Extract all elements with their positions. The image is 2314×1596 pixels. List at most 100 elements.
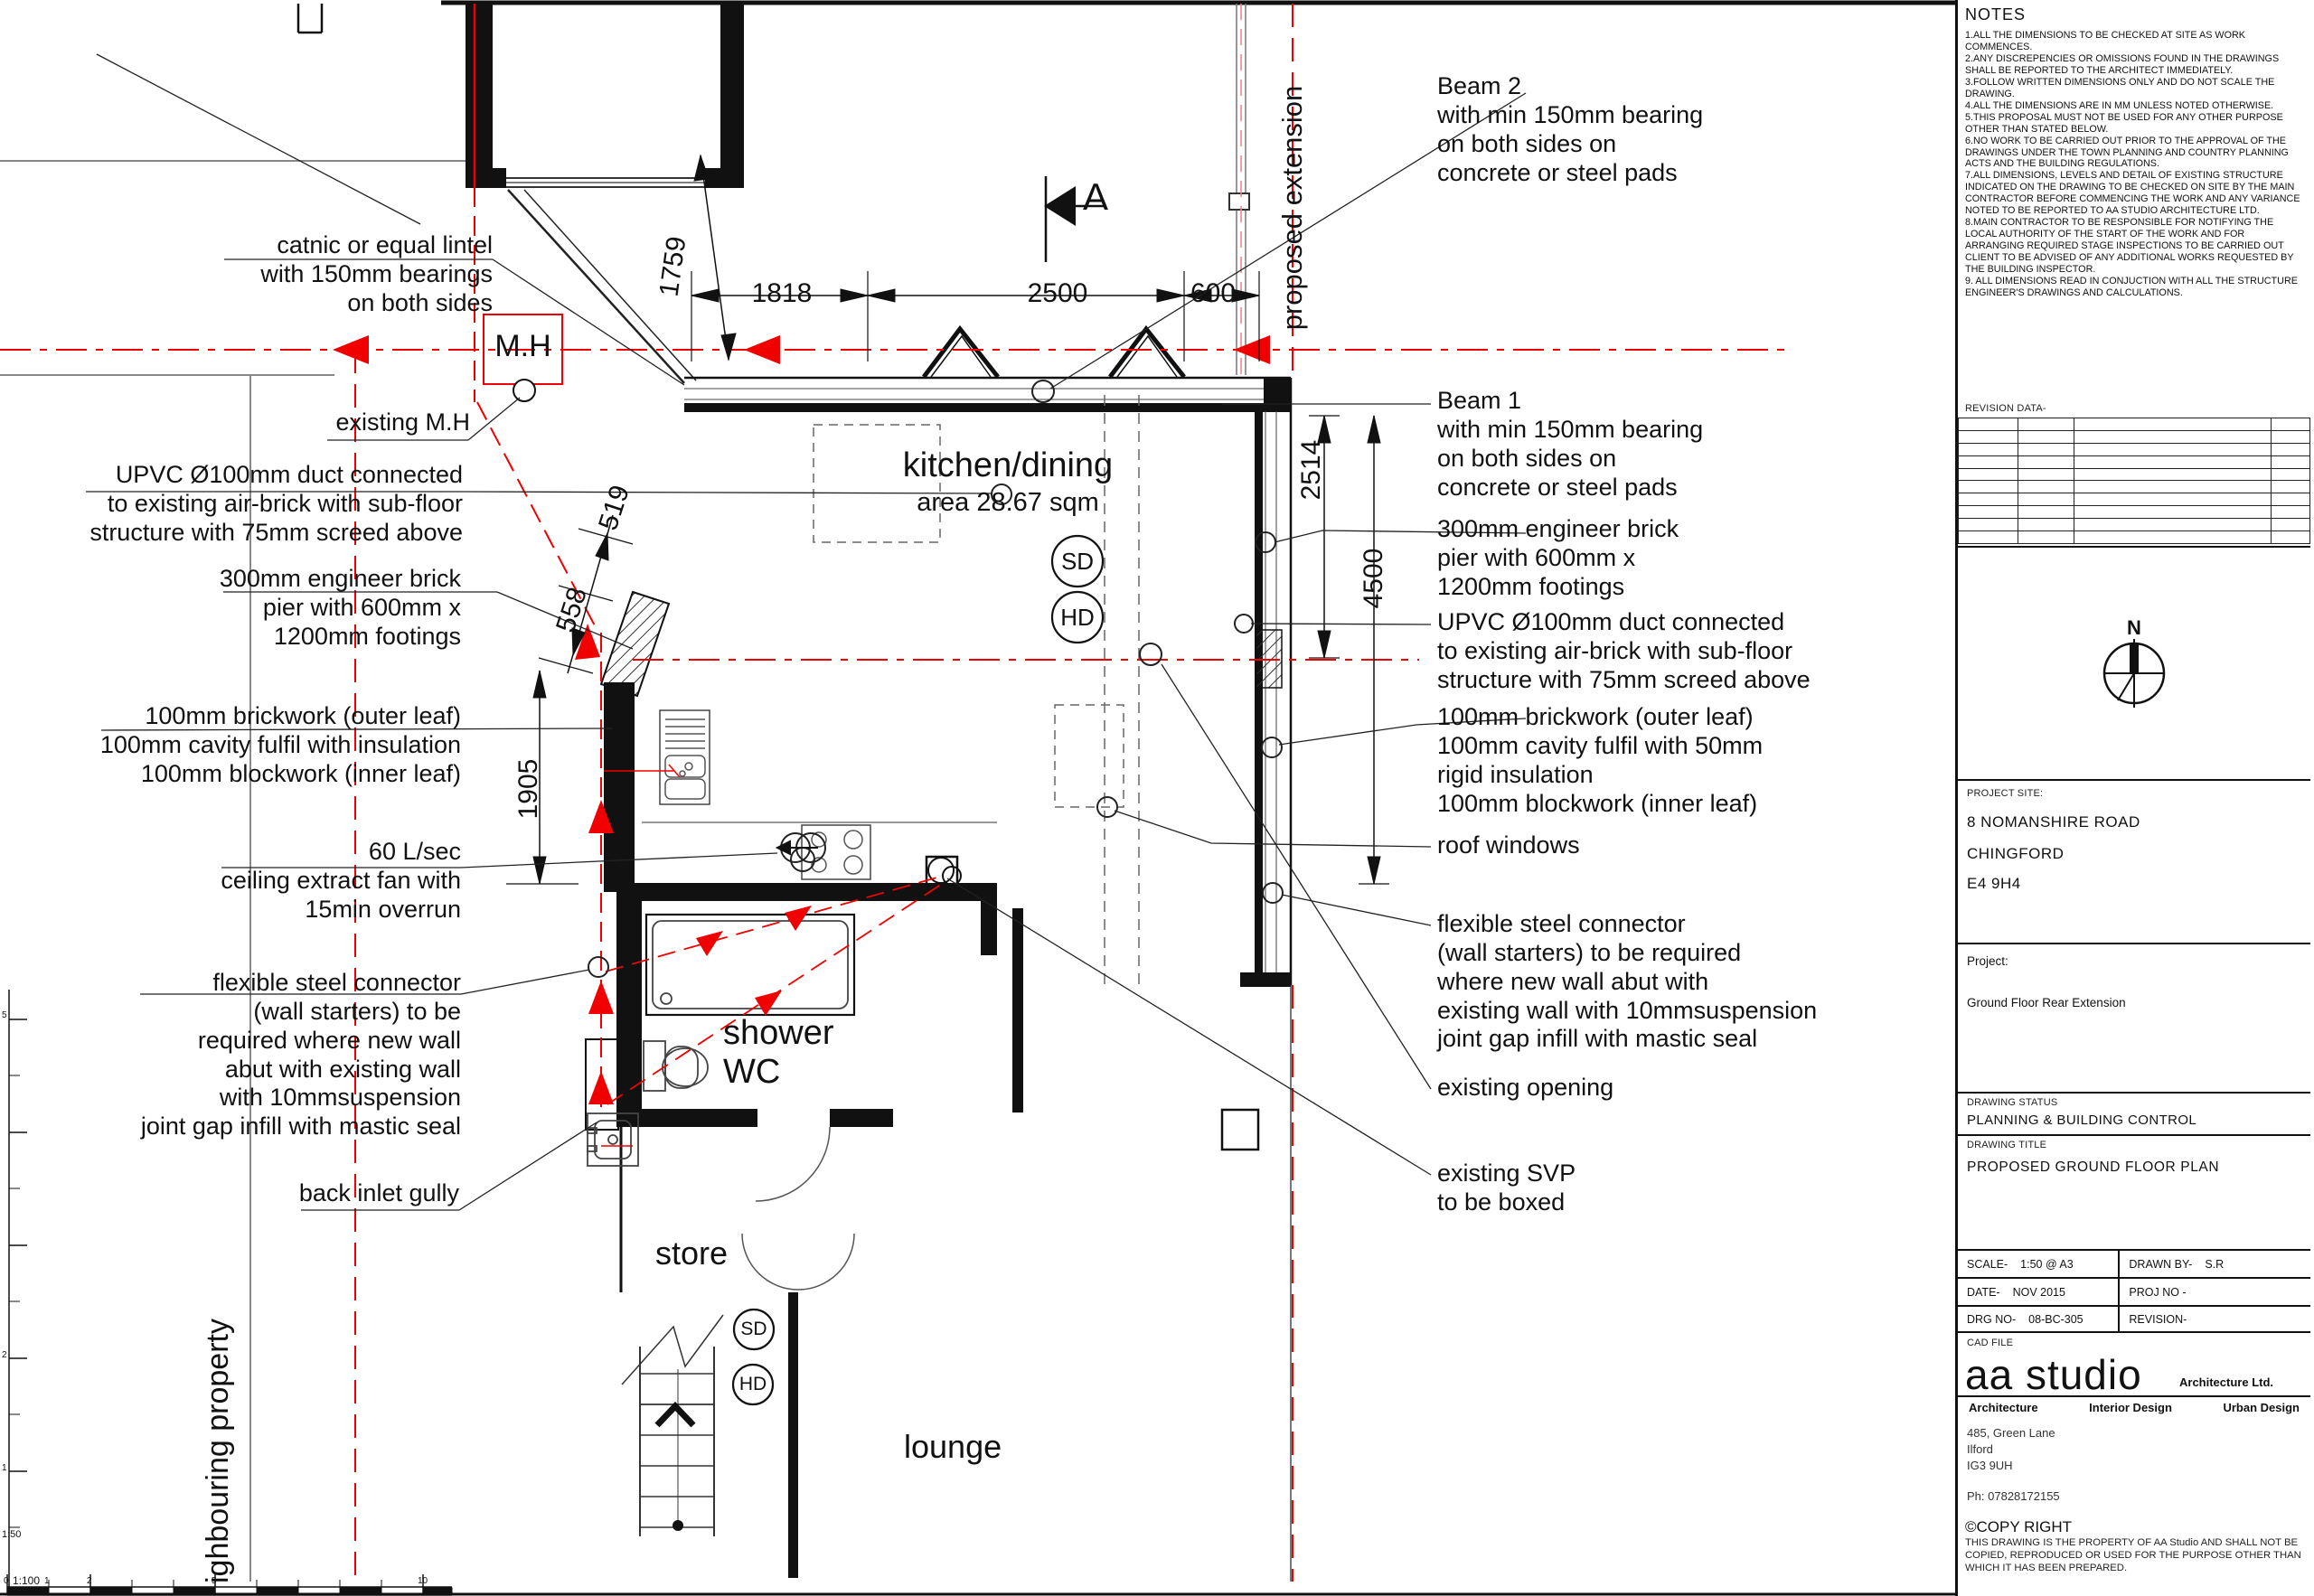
heat-detector-kitchen: HD — [1060, 604, 1095, 631]
firm-address1: 485, Green Lane — [1967, 1426, 2055, 1440]
scale-label: SCALE- — [1967, 1257, 2008, 1271]
drawn-by-value: S.R — [2205, 1257, 2225, 1271]
firm-phone: Ph: 07828172155 — [1967, 1489, 2060, 1503]
vruler-1: 1 — [2, 1463, 7, 1473]
proj-no-label: PROJ NO - — [2129, 1285, 2187, 1299]
annotation-brickwork-left: 100mm brickwork (outer leaf) 100mm cavit… — [99, 702, 461, 787]
section-marker — [1044, 176, 1106, 262]
manhole-leader-node — [513, 379, 536, 402]
neighbouring-property-label: ighbouring property — [201, 1319, 235, 1583]
existing-walls — [0, 4, 1292, 1582]
note-item: 6.NO WORK TO BE CARRIED OUT PRIOR TO THE… — [1965, 135, 2289, 170]
annotation-brick-pier-right: 300mm engineer brick pier with 600mm x 1… — [1437, 515, 1679, 600]
project-label: Project: — [1967, 954, 2008, 968]
project-value: Ground Floor Rear Extension — [1967, 996, 2126, 1009]
revision-data-label: REVISION DATA- — [1965, 403, 2046, 414]
notes-title: NOTES — [1965, 5, 2027, 23]
north-label: N — [2127, 616, 2141, 639]
date-value: NOV 2015 — [2012, 1285, 2065, 1299]
proposed-extension-label: proposed extension — [1276, 85, 1308, 331]
dim-1905: 1905 — [513, 758, 543, 820]
meta-row-scale: SCALE- 1:50 @ A3 DRAWN BY- S.R — [1958, 1249, 2310, 1277]
vruler-2: 2 — [2, 1350, 7, 1360]
revision-table — [1957, 418, 2310, 544]
scale-value: 1:50 @ A3 — [2020, 1257, 2074, 1271]
hruler-5: 5 — [212, 1576, 217, 1586]
dim-600: 600 — [1190, 278, 1237, 308]
annotation-beam1: Beam 1 with min 150mm bearing on both si… — [1437, 387, 1704, 501]
sheet-border — [0, 0, 1955, 1596]
date-label: DATE- — [1967, 1285, 2000, 1299]
meta-row-date: DATE- NOV 2015 PROJ NO - — [1958, 1277, 2310, 1305]
copyright-text: THIS DRAWING IS THE PROPERTY OF AA Studi… — [1965, 1537, 2301, 1574]
room-label-kitchen: kitchen/dining — [902, 446, 1114, 484]
smoke-detector-store: SD — [740, 1319, 767, 1339]
annotation-beam2: Beam 2 with min 150mm bearing on both si… — [1437, 72, 1704, 186]
section-label: A — [1083, 175, 1109, 218]
meta-row-drg: DRG NO- 08-BC-305 REVISION- — [1958, 1305, 2310, 1333]
manhole-label: M.H — [494, 329, 551, 363]
extension-walls — [599, 324, 1293, 987]
dim-2500: 2500 — [1027, 278, 1088, 308]
drawing-title-label: DRAWING TITLE — [1967, 1140, 2047, 1150]
annotation-existing-opening: existing opening — [1437, 1074, 1614, 1101]
leader-lines — [86, 53, 1527, 1211]
note-item: 4.ALL THE DIMENSIONS ARE IN MM UNLESS NO… — [1965, 99, 2274, 111]
hruler-1: 1 — [44, 1576, 50, 1586]
title-block: NOTES 1.ALL THE DIMENSIONS TO BE CHECKED… — [1955, 0, 2310, 1596]
service-interior: Interior Design — [2089, 1401, 2172, 1414]
internal-walls — [585, 883, 1260, 1578]
annotation-back-inlet-gully: back inlet gully — [298, 1179, 459, 1206]
project-site-line3: E4 9H4 — [1967, 875, 2021, 892]
vruler-5: 5 — [2, 1010, 7, 1020]
note-item: 9. ALL DIMENSIONS READ IN CONJUCTION WIT… — [1965, 276, 2298, 298]
detector-symbols — [731, 534, 1105, 1406]
note-item: 3.FOLLOW WRITTEN DIMENSIONS ONLY AND DO … — [1965, 76, 2275, 99]
service-architecture: Architecture — [1969, 1401, 2038, 1414]
room-label-shower: shower — [723, 1014, 834, 1052]
annotation-brickwork-right: 100mm brickwork (outer leaf) 100mm cavit… — [1437, 703, 1764, 817]
annotation-wall-starter-right: flexible steel connector (wall starters)… — [1437, 910, 1818, 1053]
scale-bars — [6, 990, 453, 1596]
scale-ratio-100: 1:100 — [13, 1574, 41, 1587]
firm-services: Architecture Interior Design Urban Desig… — [1958, 1401, 2310, 1414]
annotation-upvc-duct-right: UPVC Ø100mm duct connected to existing a… — [1437, 608, 1811, 693]
note-item: 5.THIS PROPOSAL MUST NOT BE USED FOR ANY… — [1965, 111, 2283, 135]
drg-no-label: DRG NO- — [1967, 1312, 2017, 1326]
drawn-by-label: DRAWN BY- — [2129, 1257, 2193, 1271]
room-area-kitchen: area 28.67 sqm — [917, 488, 1099, 517]
drg-no-value: 08-BC-305 — [2028, 1312, 2084, 1326]
stairs — [621, 1314, 724, 1536]
north-arrow-icon — [2102, 639, 2166, 708]
annotation-catnic-lintel: catnic or equal lintel with 150mm bearin… — [260, 231, 493, 316]
dim-4500: 4500 — [1359, 548, 1388, 609]
note-item: 8.MAIN CONTRACTOR TO BE RESPONSIBLE FOR … — [1965, 217, 2294, 276]
annotation-existing-mh: existing M.H — [335, 408, 470, 436]
annotation-extract-fan: 60 L/sec ceiling extract fan with 15min … — [221, 838, 461, 923]
smoke-detector-kitchen: SD — [1060, 548, 1095, 575]
firm-suffix: Architecture Ltd. — [2179, 1375, 2274, 1389]
red-lines — [0, 4, 1787, 1582]
heat-detector-store: HD — [738, 1374, 767, 1394]
annotation-roof-windows: roof windows — [1437, 831, 1580, 859]
service-urban: Urban Design — [2223, 1401, 2300, 1414]
annotation-upvc-duct-left: UPVC Ø100mm duct connected to existing a… — [89, 461, 463, 546]
note-item: 2.ANY DISCREPENCIES OR OMISSIONS FOUND I… — [1965, 52, 2280, 76]
scale-ratio-50: 1:50 — [2, 1529, 22, 1540]
firm-address2: Ilford — [1967, 1442, 1993, 1456]
project-site-label: PROJECT SITE: — [1967, 788, 2044, 799]
kitchen-fittings — [642, 709, 997, 889]
firm-logo: aa studio — [1965, 1351, 2142, 1398]
doors — [741, 1126, 855, 1291]
roof-windows-dashed — [813, 395, 1140, 985]
copyright-title: ©COPY RIGHT — [1965, 1518, 2073, 1535]
note-item: 7.ALL DIMENSIONS, LEVELS AND DETAIL OF E… — [1965, 170, 2300, 217]
project-site-line2: CHINGFORD — [1967, 845, 2065, 862]
room-label-wc: WC — [723, 1053, 781, 1091]
drawing-status-label: DRAWING STATUS — [1967, 1097, 2058, 1108]
diagonal-window-wall — [507, 189, 697, 384]
room-label-lounge: lounge — [904, 1428, 1002, 1465]
hruler-0: 0 — [4, 1576, 9, 1586]
